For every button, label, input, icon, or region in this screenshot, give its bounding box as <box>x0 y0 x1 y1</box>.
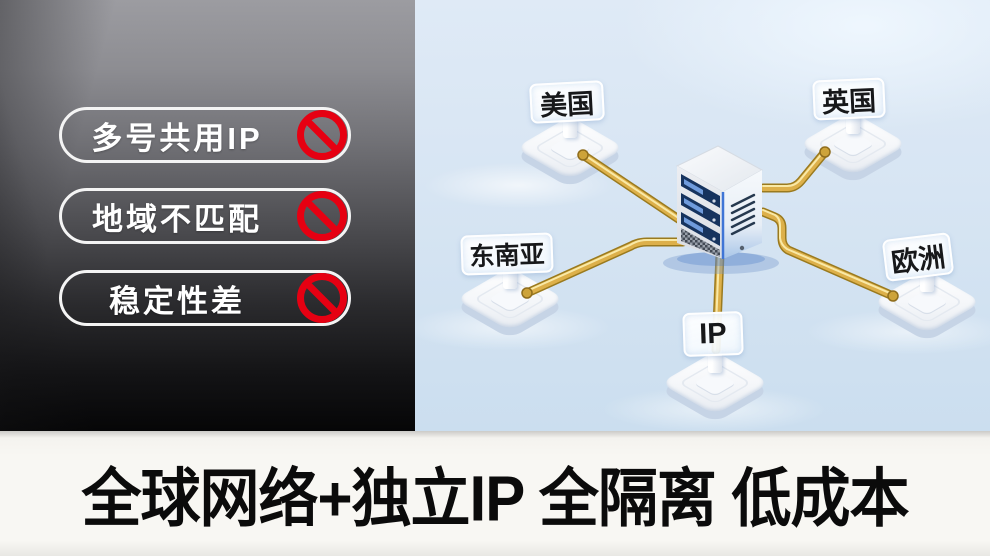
node-eu: 欧洲 <box>881 232 955 282</box>
wire-plugs <box>521 146 899 302</box>
problem-pill-poor-stability: 稳定性差 <box>59 270 351 326</box>
prohibited-icon <box>297 273 347 323</box>
node-pad-ip <box>654 347 776 423</box>
node-label: 东南亚 <box>469 240 546 272</box>
node-se: 东南亚 <box>460 232 554 276</box>
gold-wires <box>522 147 898 355</box>
prohibited-icon <box>297 191 347 241</box>
problem-label: 地域不匹配 <box>92 201 262 237</box>
node-ip: IP <box>682 310 744 358</box>
node-label: IP <box>698 317 728 350</box>
prohibited-icon <box>297 110 347 160</box>
headline-text: 全球网络+独立IP 全隔离 低成本 <box>81 463 910 535</box>
node-label: 英国 <box>821 85 877 118</box>
headline-banner: 全球网络+独立IP 全隔离 低成本 <box>0 431 990 556</box>
problems-panel: 多号共用IP 地域不匹配 稳定性差 <box>0 0 415 431</box>
node-label: 欧洲 <box>889 241 947 278</box>
network-wires-and-server <box>521 145 899 355</box>
problem-label: 稳定性差 <box>109 283 245 319</box>
server-illustration <box>663 145 779 274</box>
node-uk: 英国 <box>812 77 886 121</box>
node-us: 美国 <box>529 80 605 124</box>
prohibited-icon-bar <box>306 119 338 151</box>
problem-pill-region-mismatch: 地域不匹配 <box>59 188 351 244</box>
node-pad-se <box>449 263 571 339</box>
node-pad-us <box>509 112 631 188</box>
node-label: 美国 <box>539 88 595 121</box>
problem-label: 多号共用IP <box>91 120 263 156</box>
network-diagram: 美国 英国 东南亚 欧洲 IP <box>415 0 990 431</box>
problem-pill-shared-ip: 多号共用IP <box>59 107 351 163</box>
prohibited-icon-bar <box>306 200 338 232</box>
prohibited-icon-bar <box>306 282 338 314</box>
